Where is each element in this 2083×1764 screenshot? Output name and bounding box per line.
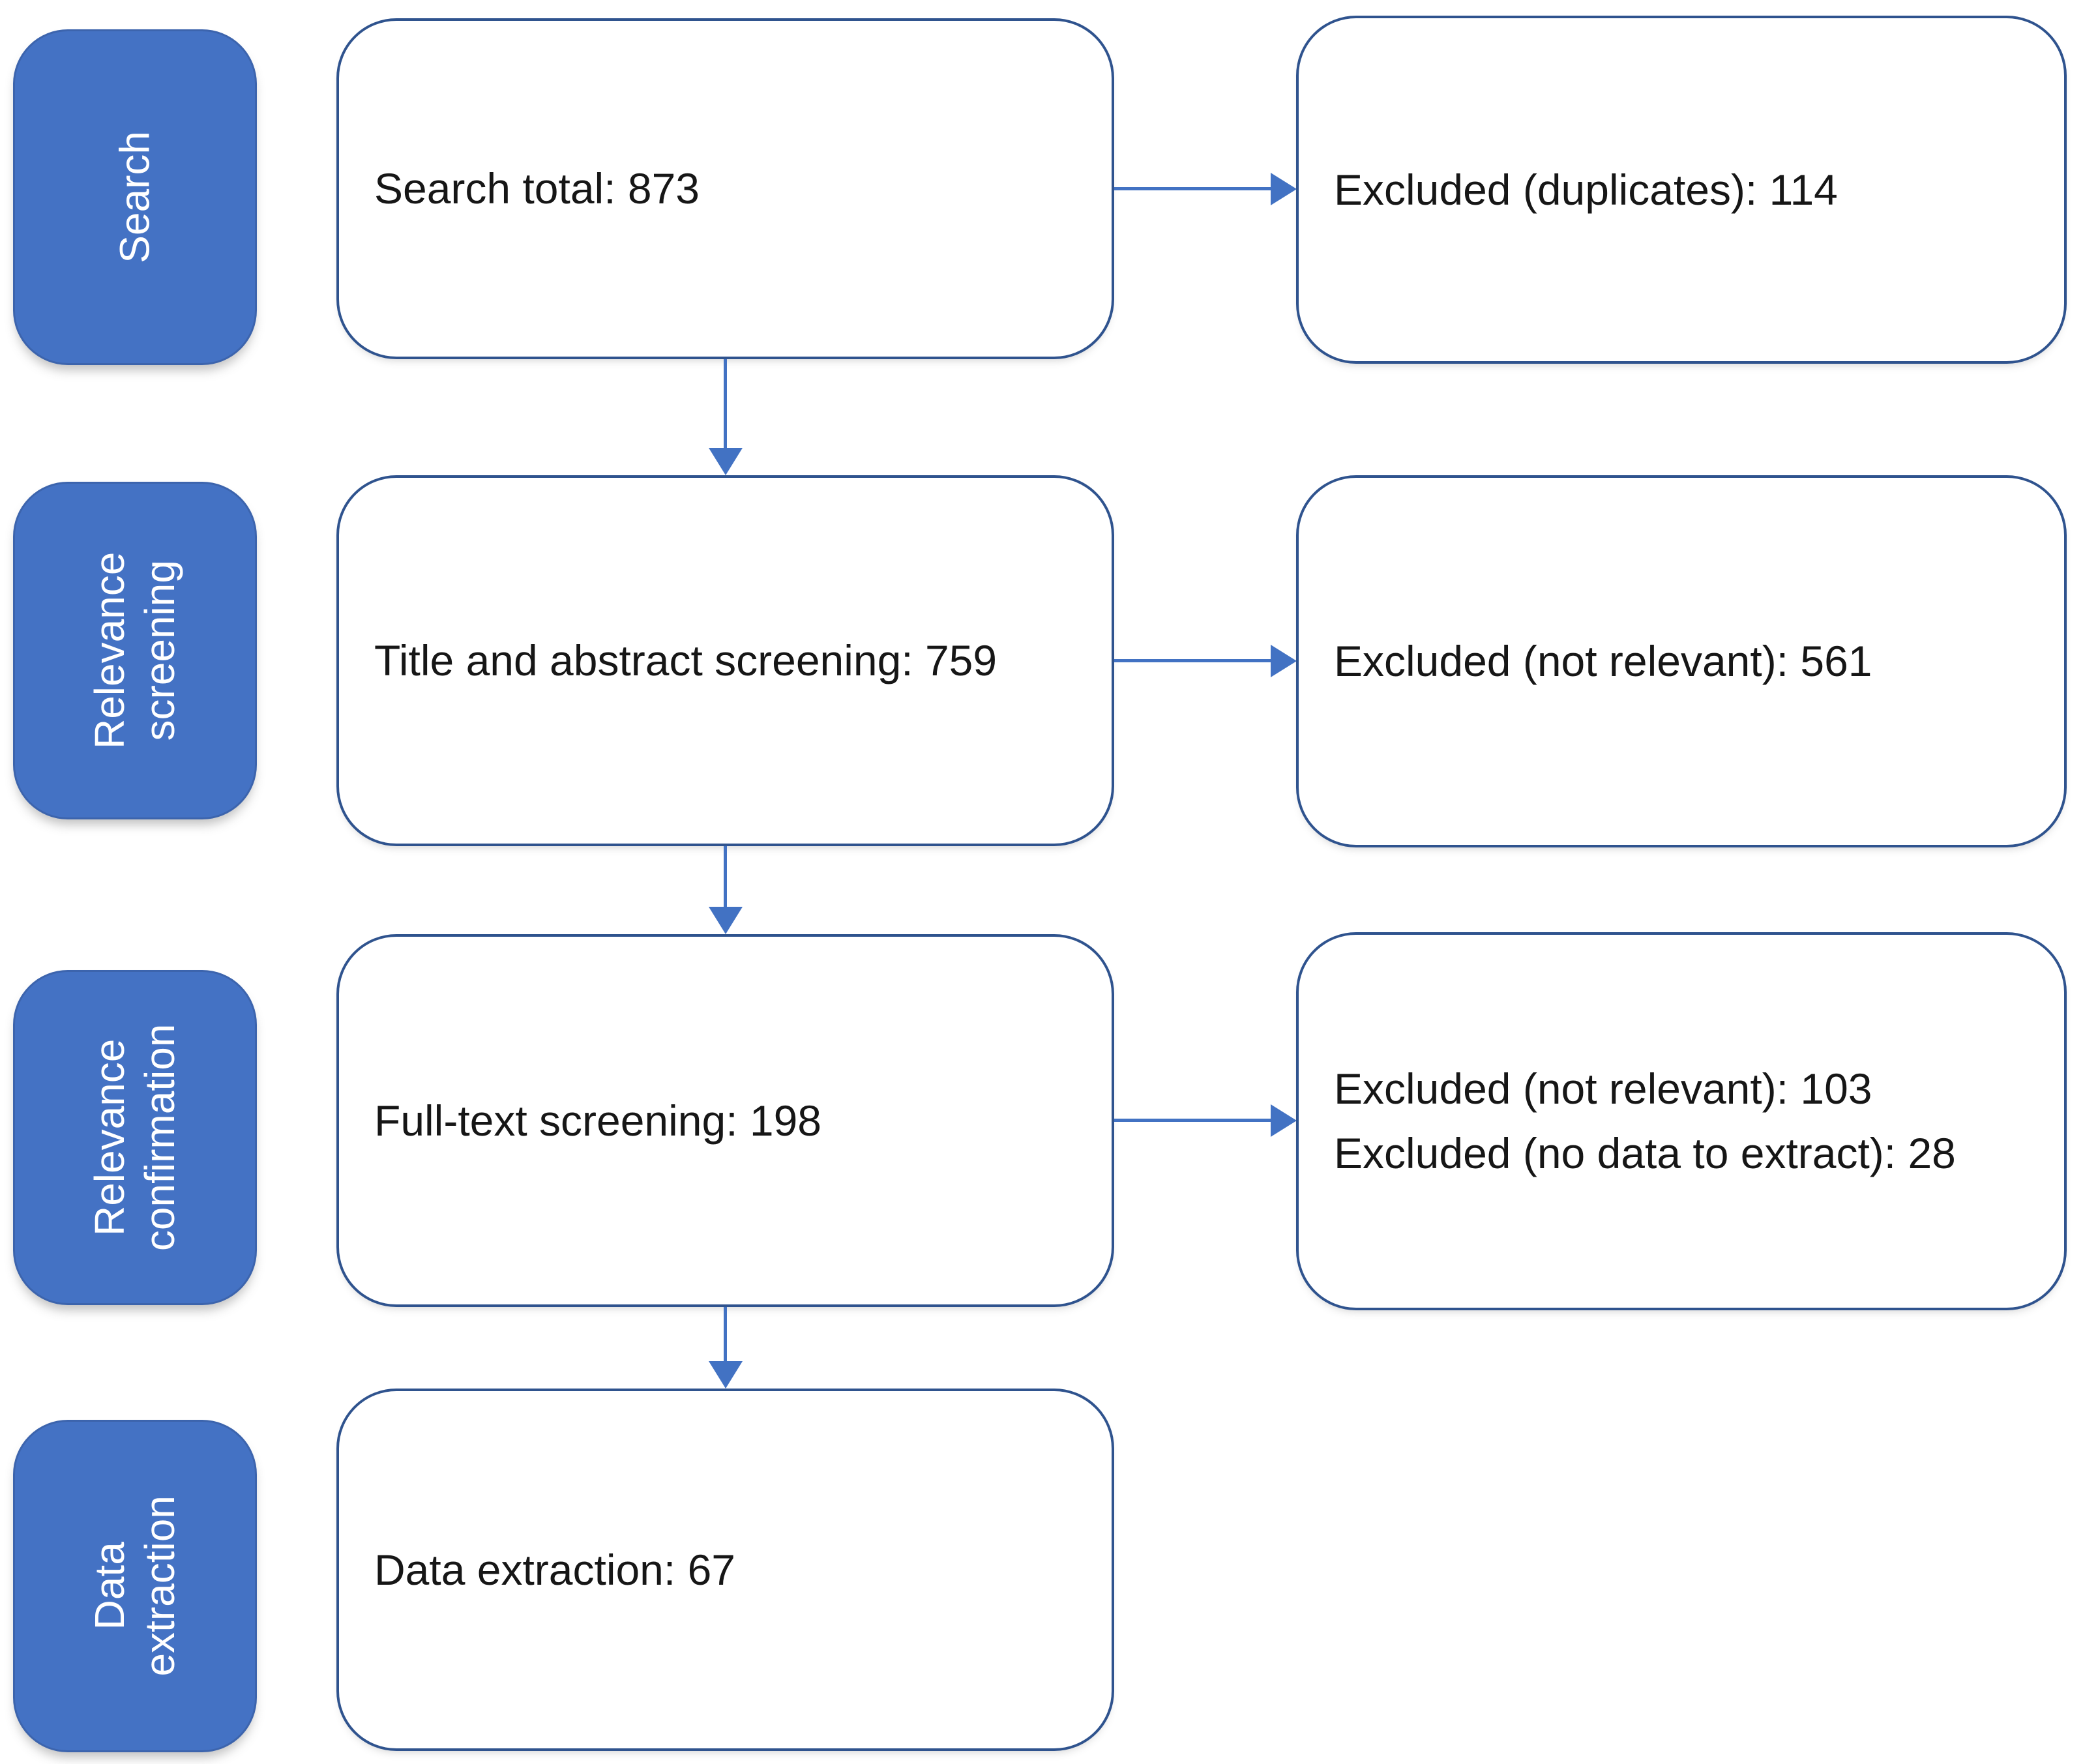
box-full-text-screening: Full-text screening: 198	[336, 934, 1114, 1307]
stage-label-relevance-screening: Relevance screening	[13, 482, 257, 819]
excluded-no-data-line: Excluded (no data to extract): 28	[1334, 1129, 1956, 1177]
stage-label-relevance-screening-text: Relevance screening	[86, 551, 183, 750]
arrow-down-screening-to-confirmation	[724, 846, 727, 908]
stage-label-data-extraction: Data extraction	[13, 1420, 257, 1752]
box-title-abstract-screening-text: Title and abstract screening: 759	[374, 636, 997, 684]
box-excluded-not-relevant-text: Excluded (not relevant): 561	[1334, 637, 1872, 685]
stage-label-relevance-confirmation: Relevance confirmation	[13, 970, 257, 1305]
stage-label-relevance-confirmation-text: Relevance confirmation	[86, 1023, 183, 1252]
arrow-down-search-to-screening	[724, 359, 727, 449]
stage-label-data-extraction-text: Data extraction	[86, 1495, 183, 1677]
arrow-down-confirmation-to-extraction	[724, 1307, 727, 1362]
box-excluded-not-relevant: Excluded (not relevant): 561	[1296, 475, 2067, 847]
arrow-search-to-excluded	[1114, 187, 1271, 190]
box-data-extraction: Data extraction: 67	[336, 1389, 1114, 1751]
box-excluded-duplicates: Excluded (duplicates): 114	[1296, 16, 2067, 364]
box-title-abstract-screening: Title and abstract screening: 759	[336, 475, 1114, 846]
excluded-not-relevant-line: Excluded (not relevant): 103	[1334, 1065, 1872, 1113]
box-search-total-text: Search total: 873	[374, 164, 700, 213]
box-full-text-screening-text: Full-text screening: 198	[374, 1096, 822, 1145]
box-excluded-duplicates-text: Excluded (duplicates): 114	[1334, 165, 1838, 214]
box-data-extraction-text: Data extraction: 67	[374, 1545, 735, 1594]
arrow-full-text-to-excluded	[1114, 1119, 1271, 1122]
box-search-total: Search total: 873	[336, 18, 1114, 359]
stage-label-search-text: Search	[111, 131, 158, 263]
arrow-screening-to-excluded	[1114, 659, 1271, 662]
stage-label-search: Search	[13, 29, 257, 365]
